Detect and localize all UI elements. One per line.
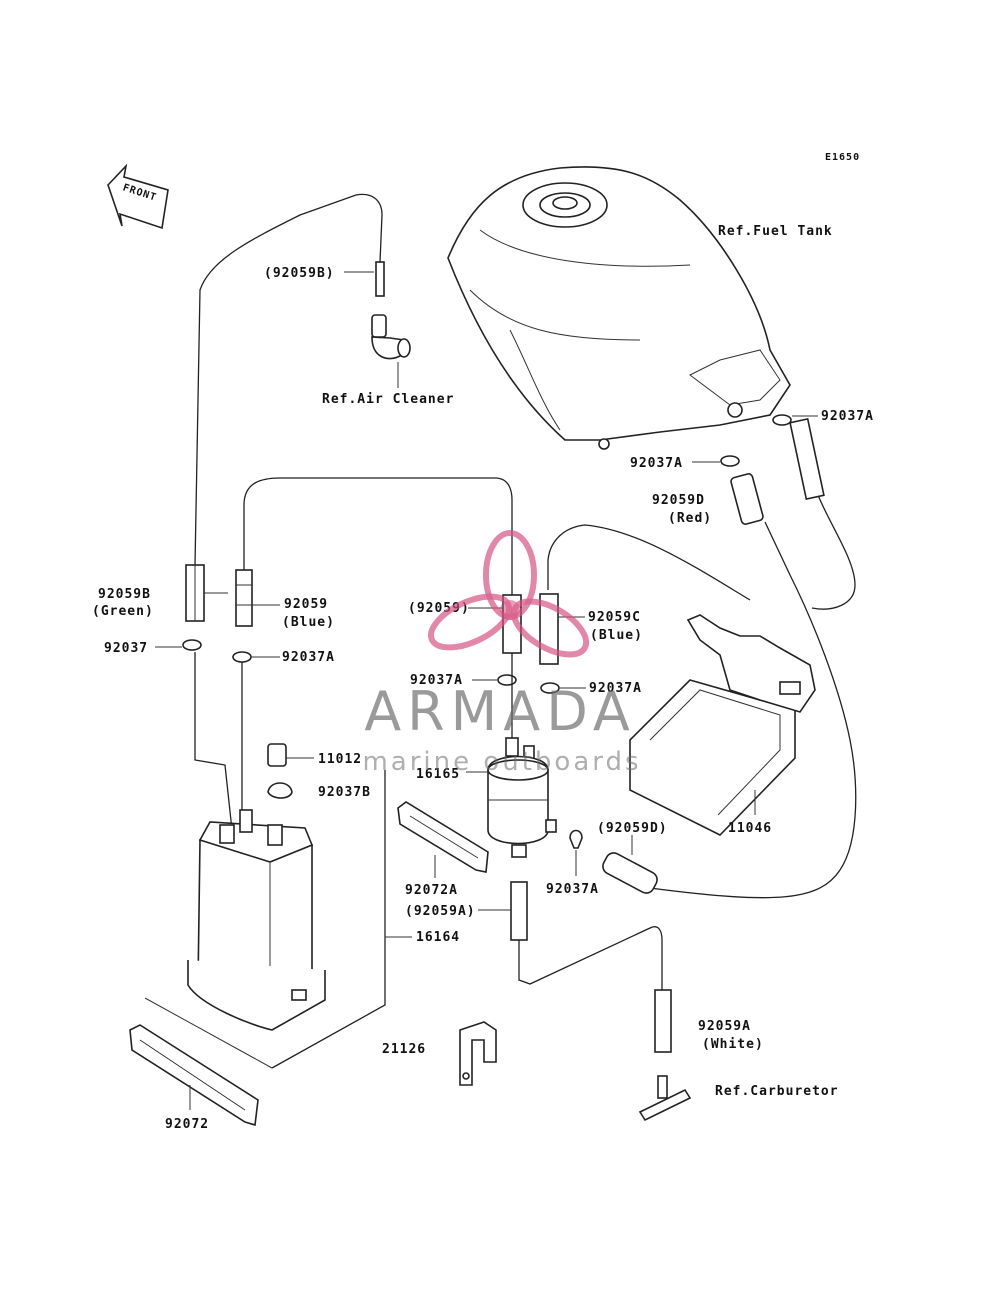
label-92059c: 92059C xyxy=(588,610,641,625)
hose-92059d xyxy=(730,473,764,525)
hose-right xyxy=(789,418,825,500)
watermark-brand: ARMADA xyxy=(364,680,636,743)
diagram-id: E1650 xyxy=(825,152,860,163)
clamp-92037a-1 xyxy=(232,651,252,663)
ref-carburetor-label: Ref.Carburetor xyxy=(715,1084,839,1099)
label-92072: 92072 xyxy=(165,1117,209,1132)
clamp-92037a-5 xyxy=(720,455,740,467)
hose-92059d-path xyxy=(649,521,857,899)
hose-92059-loop xyxy=(243,477,513,595)
strap-92072a xyxy=(397,801,489,873)
label-92059-color: (Blue) xyxy=(282,615,335,630)
label-92037: 92037 xyxy=(104,641,148,656)
hose-92059b-path xyxy=(194,193,383,566)
label-16165: 16165 xyxy=(416,767,460,782)
label-92059: 92059 xyxy=(284,597,328,612)
hose-right-path xyxy=(811,494,856,610)
label-92037a-2: 92037A xyxy=(410,673,463,688)
label-92059a: 92059A xyxy=(698,1019,751,1034)
hose-92059c-path xyxy=(547,524,751,601)
hose-92059 xyxy=(235,569,253,627)
hose-to-canister-left xyxy=(194,652,233,831)
carburetor-t-fitting xyxy=(638,1075,692,1122)
hose-92059a xyxy=(654,989,672,1053)
strap-92072 xyxy=(129,1024,259,1127)
fuel-tank-drawing xyxy=(447,166,791,450)
label-92072a: 92072A xyxy=(405,883,458,898)
hose-92059a-paren xyxy=(510,881,528,941)
hose-92059d-paren xyxy=(602,852,658,894)
propeller-logo-icon xyxy=(428,530,590,658)
canister-16164 xyxy=(187,809,326,1031)
label-92059c-color: (Blue) xyxy=(590,628,643,643)
label-92059b: 92059B xyxy=(98,587,151,602)
label-92037a-5: 92037A xyxy=(630,456,683,471)
label-92059b-color: (Green) xyxy=(92,604,154,619)
leader-16164 xyxy=(271,770,386,1069)
label-92059b-paren: (92059B) xyxy=(264,266,335,281)
label-92059a-paren: (92059A) xyxy=(405,904,476,919)
ref-air-cleaner-label: Ref.Air Cleaner xyxy=(322,392,454,407)
tray-11046 xyxy=(629,614,816,836)
label-92059d-paren: (92059D) xyxy=(597,821,668,836)
ref-fuel-tank-label: Ref.Fuel Tank xyxy=(718,224,833,239)
label-92037a-4: 92037A xyxy=(546,882,599,897)
watermark-tagline: marine outboards xyxy=(362,747,641,777)
label-11046: 11046 xyxy=(728,821,772,836)
label-92059d-color: (Red) xyxy=(668,511,712,526)
clamp-92037a-3 xyxy=(540,682,560,694)
hose-92059b-top xyxy=(375,261,385,297)
label-92037a-1: 92037A xyxy=(282,650,335,665)
label-92037a-3: 92037A xyxy=(589,681,642,696)
air-cleaner-fitting xyxy=(371,314,411,360)
front-arrow-icon: FRONT xyxy=(107,163,169,230)
clip-92037a-4 xyxy=(569,829,583,849)
label-16164: 16164 xyxy=(416,930,460,945)
cap-11012 xyxy=(267,743,287,767)
label-92059d: 92059D xyxy=(652,493,705,508)
label-92059a-color: (White) xyxy=(702,1037,764,1052)
hose-92059a-path xyxy=(518,926,663,990)
armada-watermark: ARMADA marine outboards xyxy=(362,530,641,777)
clip-92037b xyxy=(267,782,293,799)
fuel-pump-16165 xyxy=(487,737,557,858)
bracket-21126 xyxy=(459,1021,497,1086)
label-21126: 21126 xyxy=(382,1042,426,1057)
clamp-92037a-6 xyxy=(772,414,792,426)
label-92037a-6: 92037A xyxy=(821,409,874,424)
label-11012: 11012 xyxy=(318,752,362,767)
clamp-92037 xyxy=(182,639,202,651)
label-92037b: 92037B xyxy=(318,785,371,800)
